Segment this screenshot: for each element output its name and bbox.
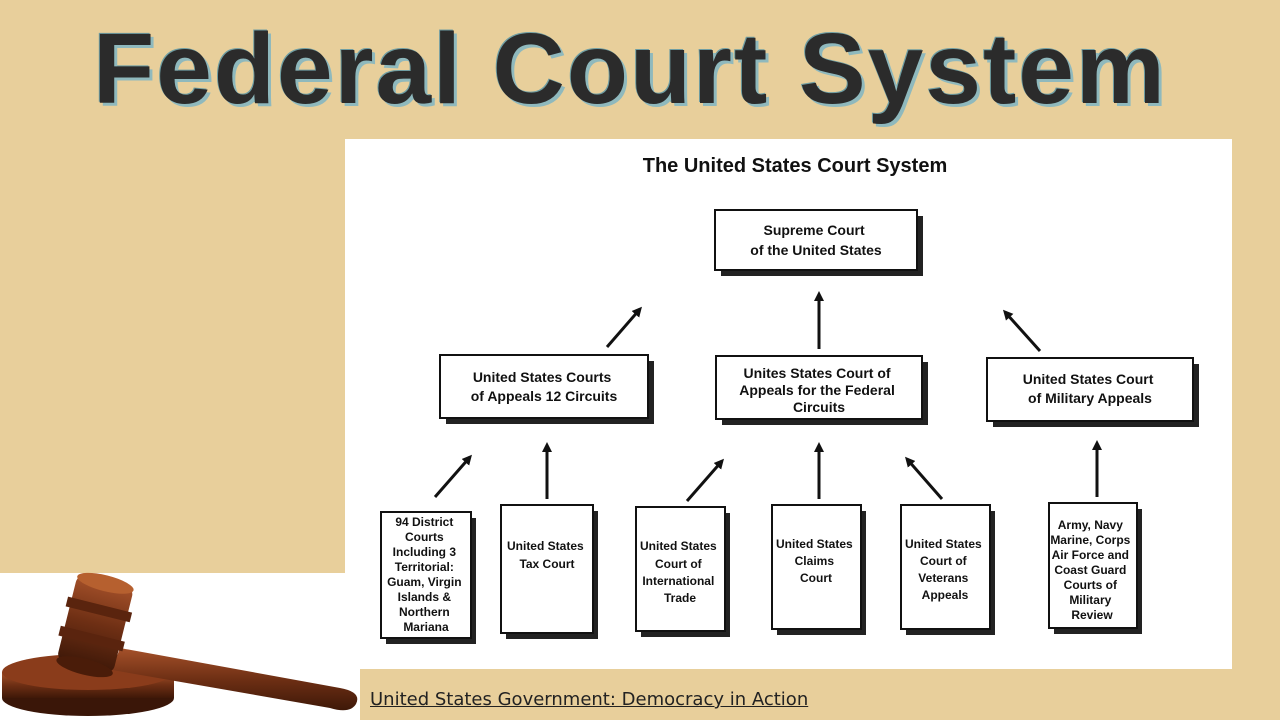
international-trade-box: United States Court of International Tra… bbox=[635, 506, 730, 637]
military-review-line-4: Coast Guard bbox=[1054, 563, 1126, 577]
claims-line-1: United States bbox=[776, 537, 853, 551]
district-line-2: Courts bbox=[405, 530, 444, 544]
court-system-diagram: The United States Court System Supreme C… bbox=[345, 139, 1232, 669]
tax-line-1: United States bbox=[507, 539, 584, 553]
appeals-federal-circuit-box: Unites States Court of Appeals for the F… bbox=[715, 355, 928, 425]
military-review-line-2: Marine, Corps bbox=[1050, 533, 1130, 547]
appeals-12-line-2: of Appeals 12 Circuits bbox=[471, 388, 618, 404]
claims-line-2: Claims bbox=[795, 554, 835, 568]
intl-trade-line-2: Court of bbox=[655, 557, 703, 571]
diagram-svg: The United States Court System Supreme C… bbox=[380, 155, 1199, 644]
appeals-12-circuits-box: United States Courts of Appeals 12 Circu… bbox=[439, 354, 654, 424]
appeals-12-line-1: United States Courts bbox=[473, 369, 612, 385]
arrow-veterans-to-federal bbox=[905, 456, 944, 500]
military-appeals-line-1: United States Court bbox=[1023, 371, 1154, 387]
military-appeals-box: United States Court of Military Appeals bbox=[986, 357, 1199, 427]
district-line-5: Guam, Virgin bbox=[387, 575, 461, 589]
supreme-court-box: Supreme Court of the United States bbox=[714, 209, 923, 276]
arrow-trade-to-federal bbox=[685, 458, 724, 502]
supreme-line-2: of the United States bbox=[750, 242, 882, 258]
veterans-line-2: Court of bbox=[920, 554, 968, 568]
district-line-8: Mariana bbox=[403, 620, 449, 634]
military-review-line-6: Military bbox=[1069, 593, 1111, 607]
appeals-federal-line-3: Circuits bbox=[793, 399, 845, 415]
svg-text:United States Courts o: United States Courts of Appeals 12 Circu… bbox=[471, 369, 618, 404]
svg-text:94 District Courts: 94 District Courts Including 3 Territori… bbox=[387, 515, 465, 634]
veterans-line-3: Veterans bbox=[918, 571, 968, 585]
svg-text:United States Tax Cour: United States Tax Court bbox=[507, 539, 587, 571]
district-line-7: Northern bbox=[399, 605, 450, 619]
veterans-appeals-box: United States Court of Veterans Appeals bbox=[900, 504, 995, 635]
claims-line-3: Court bbox=[800, 571, 832, 585]
military-review-box: Army, Navy Marine, Corps Air Force and C… bbox=[1048, 502, 1142, 634]
district-line-6: Islands & bbox=[398, 590, 452, 604]
svg-text:Supreme Court of the U: Supreme Court of the United States bbox=[750, 222, 882, 258]
intl-trade-line-1: United States bbox=[640, 539, 717, 553]
gavel-icon bbox=[2, 572, 358, 716]
veterans-line-4: Appeals bbox=[922, 588, 969, 602]
tax-line-2: Tax Court bbox=[519, 557, 574, 571]
district-line-1: 94 District bbox=[395, 515, 453, 529]
district-courts-box: 94 District Courts Including 3 Territori… bbox=[380, 511, 476, 644]
military-review-line-1: Army, Navy bbox=[1058, 518, 1123, 532]
arrow-appeals12-to-supreme bbox=[605, 306, 642, 348]
source-link[interactable]: United States Government: Democracy in A… bbox=[370, 689, 809, 710]
arrow-district-to-appeals12 bbox=[433, 454, 472, 498]
claims-court-box: United States Claims Court bbox=[771, 504, 866, 635]
supreme-line-1: Supreme Court bbox=[763, 222, 864, 238]
svg-text:Army, Navy Marine, Cor: Army, Navy Marine, Corps Air Force and C… bbox=[1050, 518, 1133, 622]
military-review-line-7: Review bbox=[1071, 608, 1113, 622]
svg-text:Unites States Court of: Unites States Court of Appeals for the F… bbox=[739, 365, 898, 415]
arrow-military-to-supreme bbox=[1002, 309, 1042, 353]
military-appeals-line-2: of Military Appeals bbox=[1028, 390, 1152, 406]
tax-court-box: United States Tax Court bbox=[500, 504, 598, 639]
appeals-federal-line-2: Appeals for the Federal bbox=[739, 382, 895, 398]
military-review-line-3: Air Force and bbox=[1052, 548, 1129, 562]
svg-text:United States Court of: United States Court of Veterans Appeals bbox=[905, 537, 985, 602]
district-line-4: Territorial: bbox=[395, 560, 454, 574]
appeals-federal-line-1: Unites States Court of bbox=[744, 365, 891, 381]
veterans-line-1: United States bbox=[905, 537, 982, 551]
diagram-heading: The United States Court System bbox=[643, 155, 948, 177]
intl-trade-line-4: Trade bbox=[664, 591, 696, 605]
svg-text:United States Court of: United States Court of Military Appeals bbox=[1023, 371, 1158, 406]
district-line-3: Including 3 bbox=[393, 545, 457, 559]
military-review-line-5: Courts of bbox=[1064, 578, 1118, 592]
intl-trade-line-3: International bbox=[642, 574, 714, 588]
svg-text:United States Court of: United States Court of International Tra… bbox=[640, 539, 720, 605]
svg-text:United States Claims: United States Claims Court bbox=[776, 537, 856, 585]
slide-title: Federal Court System bbox=[93, 13, 1167, 125]
